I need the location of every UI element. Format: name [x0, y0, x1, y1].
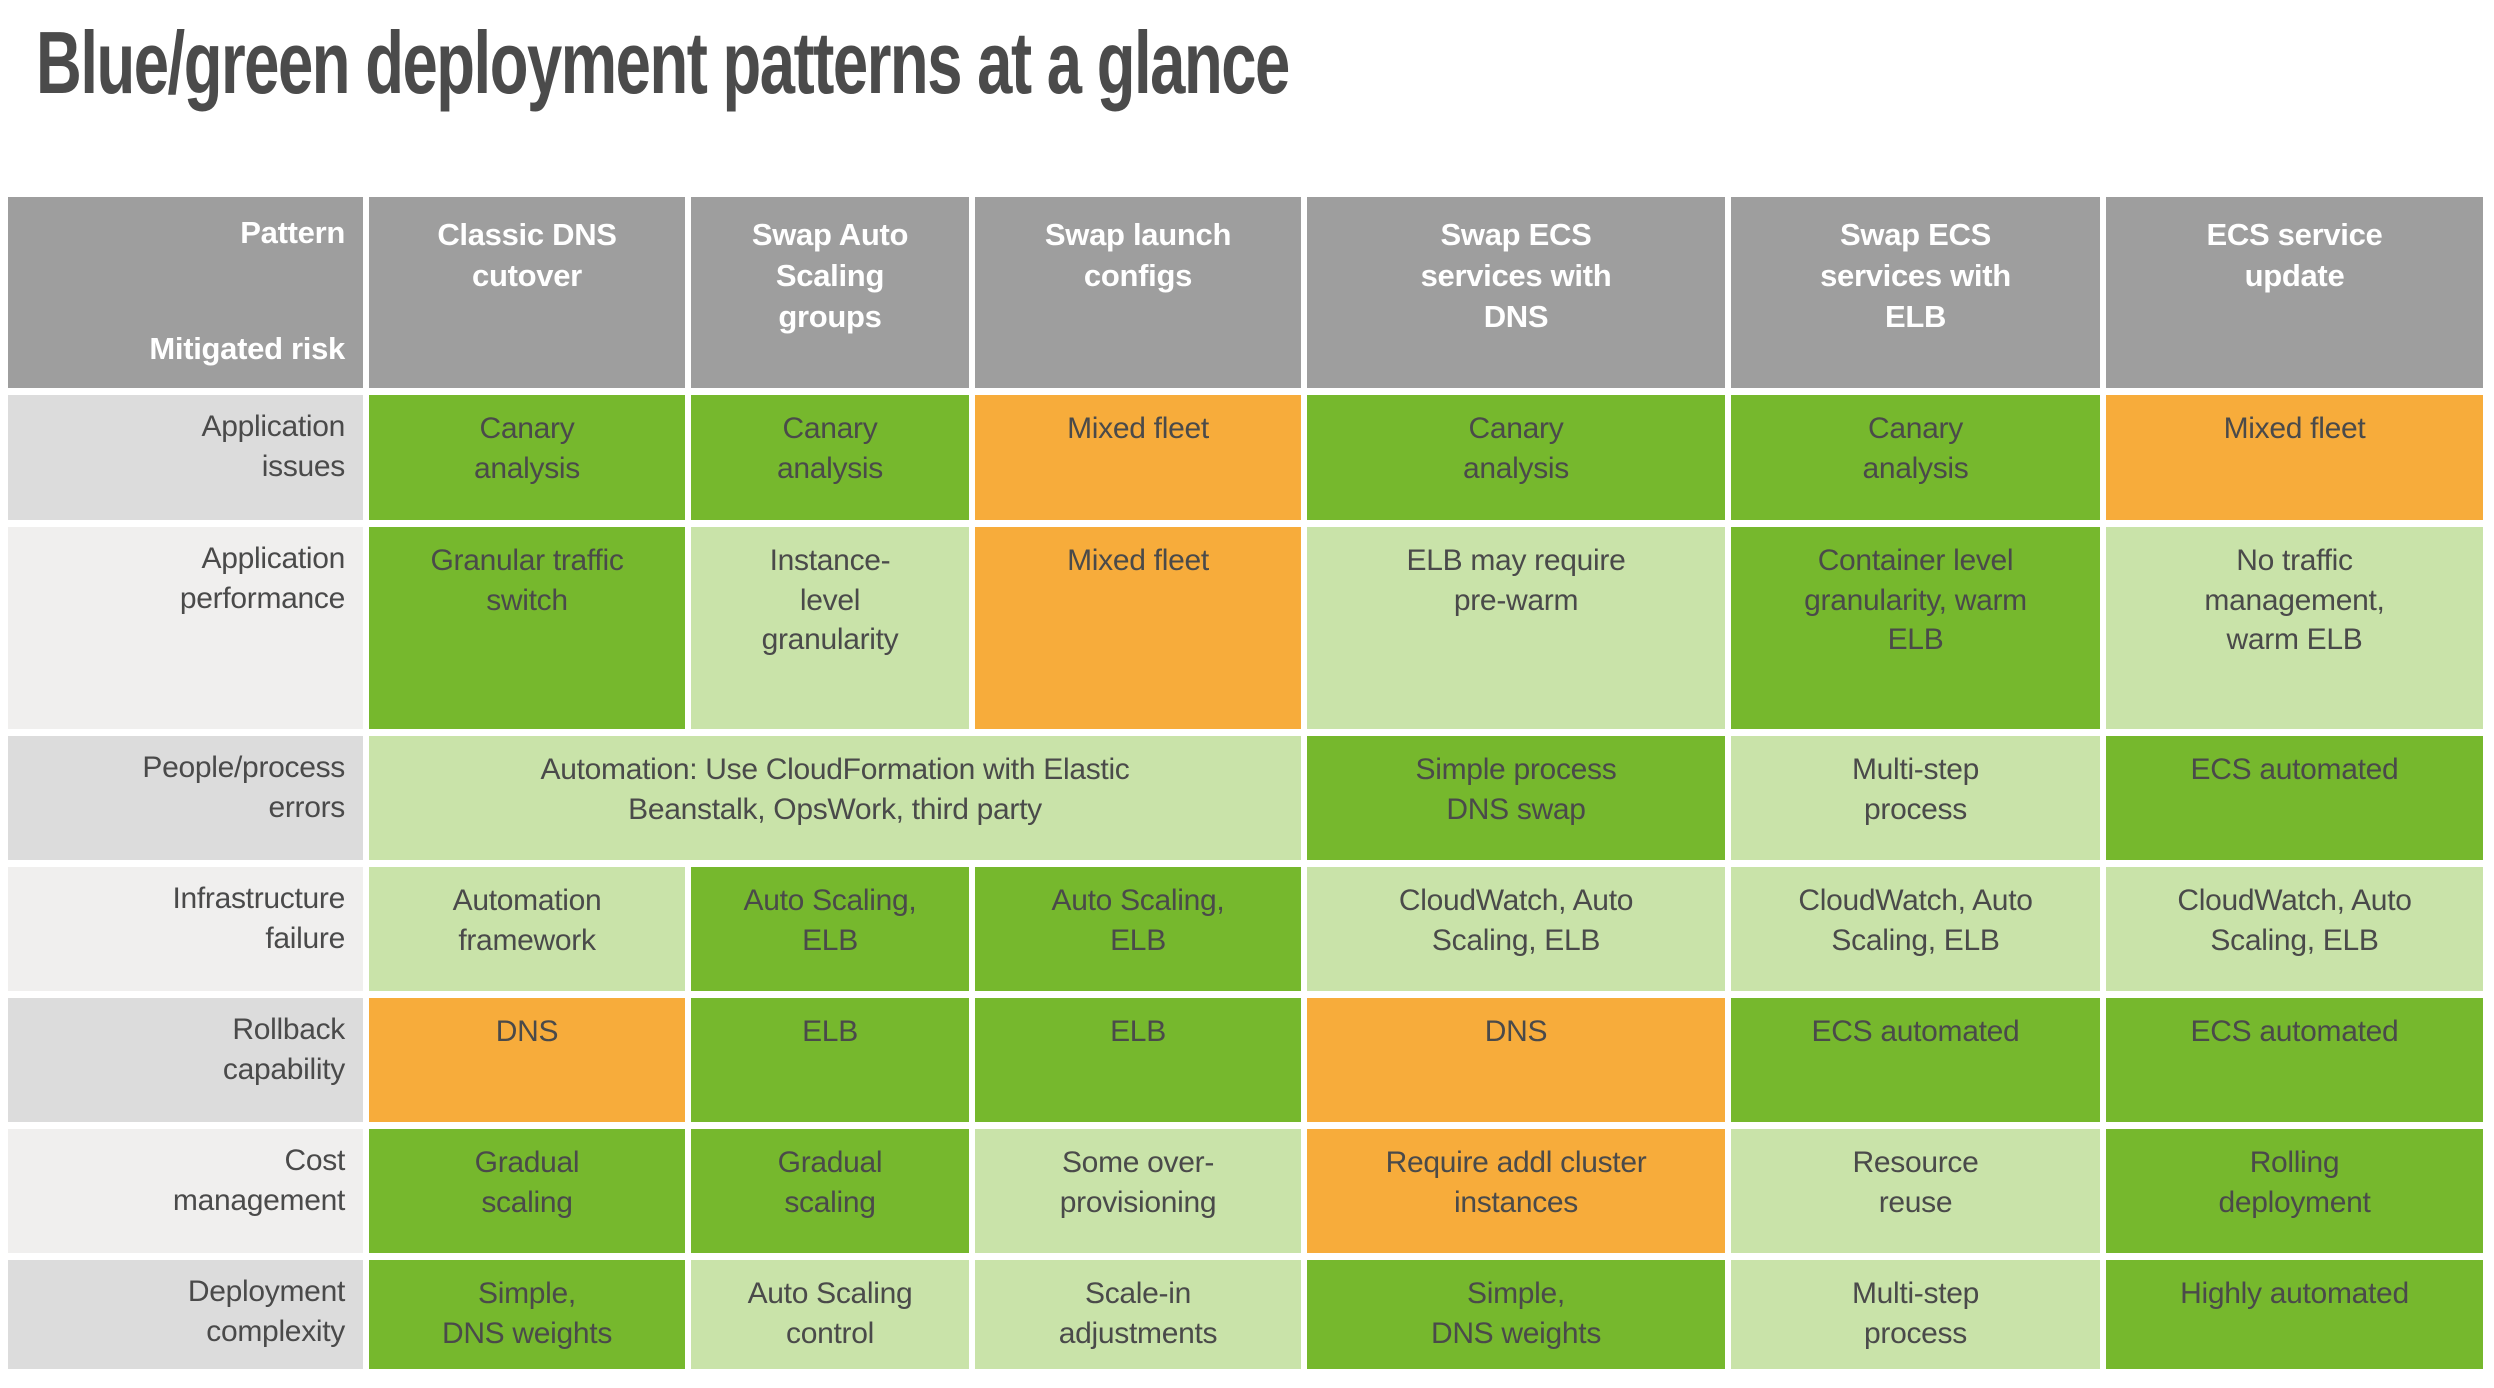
table-cell: CloudWatch, Auto Scaling, ELB — [1307, 867, 1725, 991]
column-header-ecs-service-update: ECS service update — [2106, 197, 2483, 388]
table-cell: Canary analysis — [1307, 395, 1725, 520]
row-label-application-issues: Application issues — [8, 395, 363, 520]
table-cell: Automation: Use CloudFormation with Elas… — [369, 736, 1301, 860]
table-cell: Granular traffic switch — [369, 527, 685, 729]
corner-header: Pattern Mitigated risk — [8, 197, 363, 388]
column-header-swap-ecs-services-elb: Swap ECS services with ELB — [1731, 197, 2100, 388]
table-cell: Some over- provisioning — [975, 1129, 1301, 1253]
table-cell: DNS — [369, 998, 685, 1122]
table-cell: ECS automated — [2106, 736, 2483, 860]
table-cell: Simple process DNS swap — [1307, 736, 1725, 860]
table-cell: Resource reuse — [1731, 1129, 2100, 1253]
table-cell: Container level granularity, warm ELB — [1731, 527, 2100, 729]
table-cell: Auto Scaling, ELB — [691, 867, 969, 991]
row-label-application-performance: Application performance — [8, 527, 363, 729]
table-cell: CloudWatch, Auto Scaling, ELB — [1731, 867, 2100, 991]
table-cell: Require addl cluster instances — [1307, 1129, 1725, 1253]
column-header-swap-ecs-services-dns: Swap ECS services with DNS — [1307, 197, 1725, 388]
table-cell: CloudWatch, Auto Scaling, ELB — [2106, 867, 2483, 991]
table-cell: Auto Scaling, ELB — [975, 867, 1301, 991]
table-cell: Instance- level granularity — [691, 527, 969, 729]
row-label-rollback-capability: Rollback capability — [8, 998, 363, 1122]
table-cell: Mixed fleet — [975, 527, 1301, 729]
table-cell: ECS automated — [2106, 998, 2483, 1122]
table-cell: DNS — [1307, 998, 1725, 1122]
table-cell: ELB may require pre-warm — [1307, 527, 1725, 729]
row-label-infrastructure-failure: Infrastructure failure — [8, 867, 363, 991]
column-header-swap-auto-scaling-groups: Swap Auto Scaling groups — [691, 197, 969, 388]
row-label-cost-management: Cost management — [8, 1129, 363, 1253]
row-label-people-process-errors: People/process errors — [8, 736, 363, 860]
corner-risk-label: Mitigated risk — [149, 331, 345, 367]
column-header-swap-launch-configs: Swap launch configs — [975, 197, 1301, 388]
table-cell: Gradual scaling — [369, 1129, 685, 1253]
column-header-classic-dns-cutover: Classic DNS cutover — [369, 197, 685, 388]
table-cell: Multi-step process — [1731, 736, 2100, 860]
table-cell: Canary analysis — [369, 395, 685, 520]
table-cell: ELB — [975, 998, 1301, 1122]
table-cell: Rolling deployment — [2106, 1129, 2483, 1253]
table-cell: ECS automated — [1731, 998, 2100, 1122]
table-cell: Mixed fleet — [975, 395, 1301, 520]
table-cell: Mixed fleet — [2106, 395, 2483, 520]
table-cell: ELB — [691, 998, 969, 1122]
table-cell: Multi-step process — [1731, 1260, 2100, 1369]
page-title: Blue/green deployment patterns at a glan… — [36, 13, 1290, 112]
corner-pattern-label: Pattern — [240, 215, 345, 250]
table-cell: Canary analysis — [691, 395, 969, 520]
table-cell: Auto Scaling control — [691, 1260, 969, 1369]
row-label-deployment-complexity: Deployment complexity — [8, 1260, 363, 1369]
comparison-table: Pattern Mitigated risk Classic DNS cutov… — [8, 197, 2483, 1369]
table-cell: Canary analysis — [1731, 395, 2100, 520]
table-cell: Gradual scaling — [691, 1129, 969, 1253]
table-cell: Highly automated — [2106, 1260, 2483, 1369]
table-cell: Simple, DNS weights — [1307, 1260, 1725, 1369]
table-cell: No traffic management, warm ELB — [2106, 527, 2483, 729]
table-cell: Scale-in adjustments — [975, 1260, 1301, 1369]
table-cell: Simple, DNS weights — [369, 1260, 685, 1369]
table-cell: Automation framework — [369, 867, 685, 991]
